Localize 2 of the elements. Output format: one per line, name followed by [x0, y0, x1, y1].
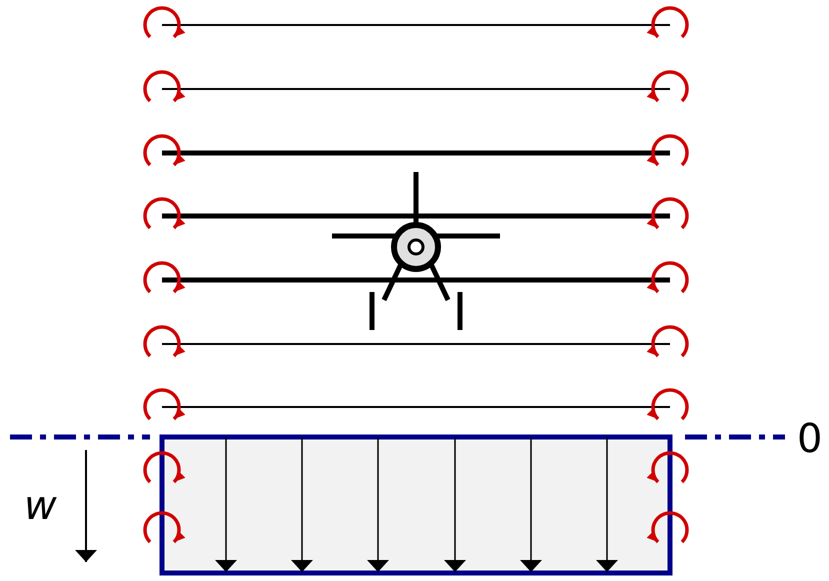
axis-label: w [24, 486, 57, 526]
level-label: 0 [797, 419, 822, 459]
